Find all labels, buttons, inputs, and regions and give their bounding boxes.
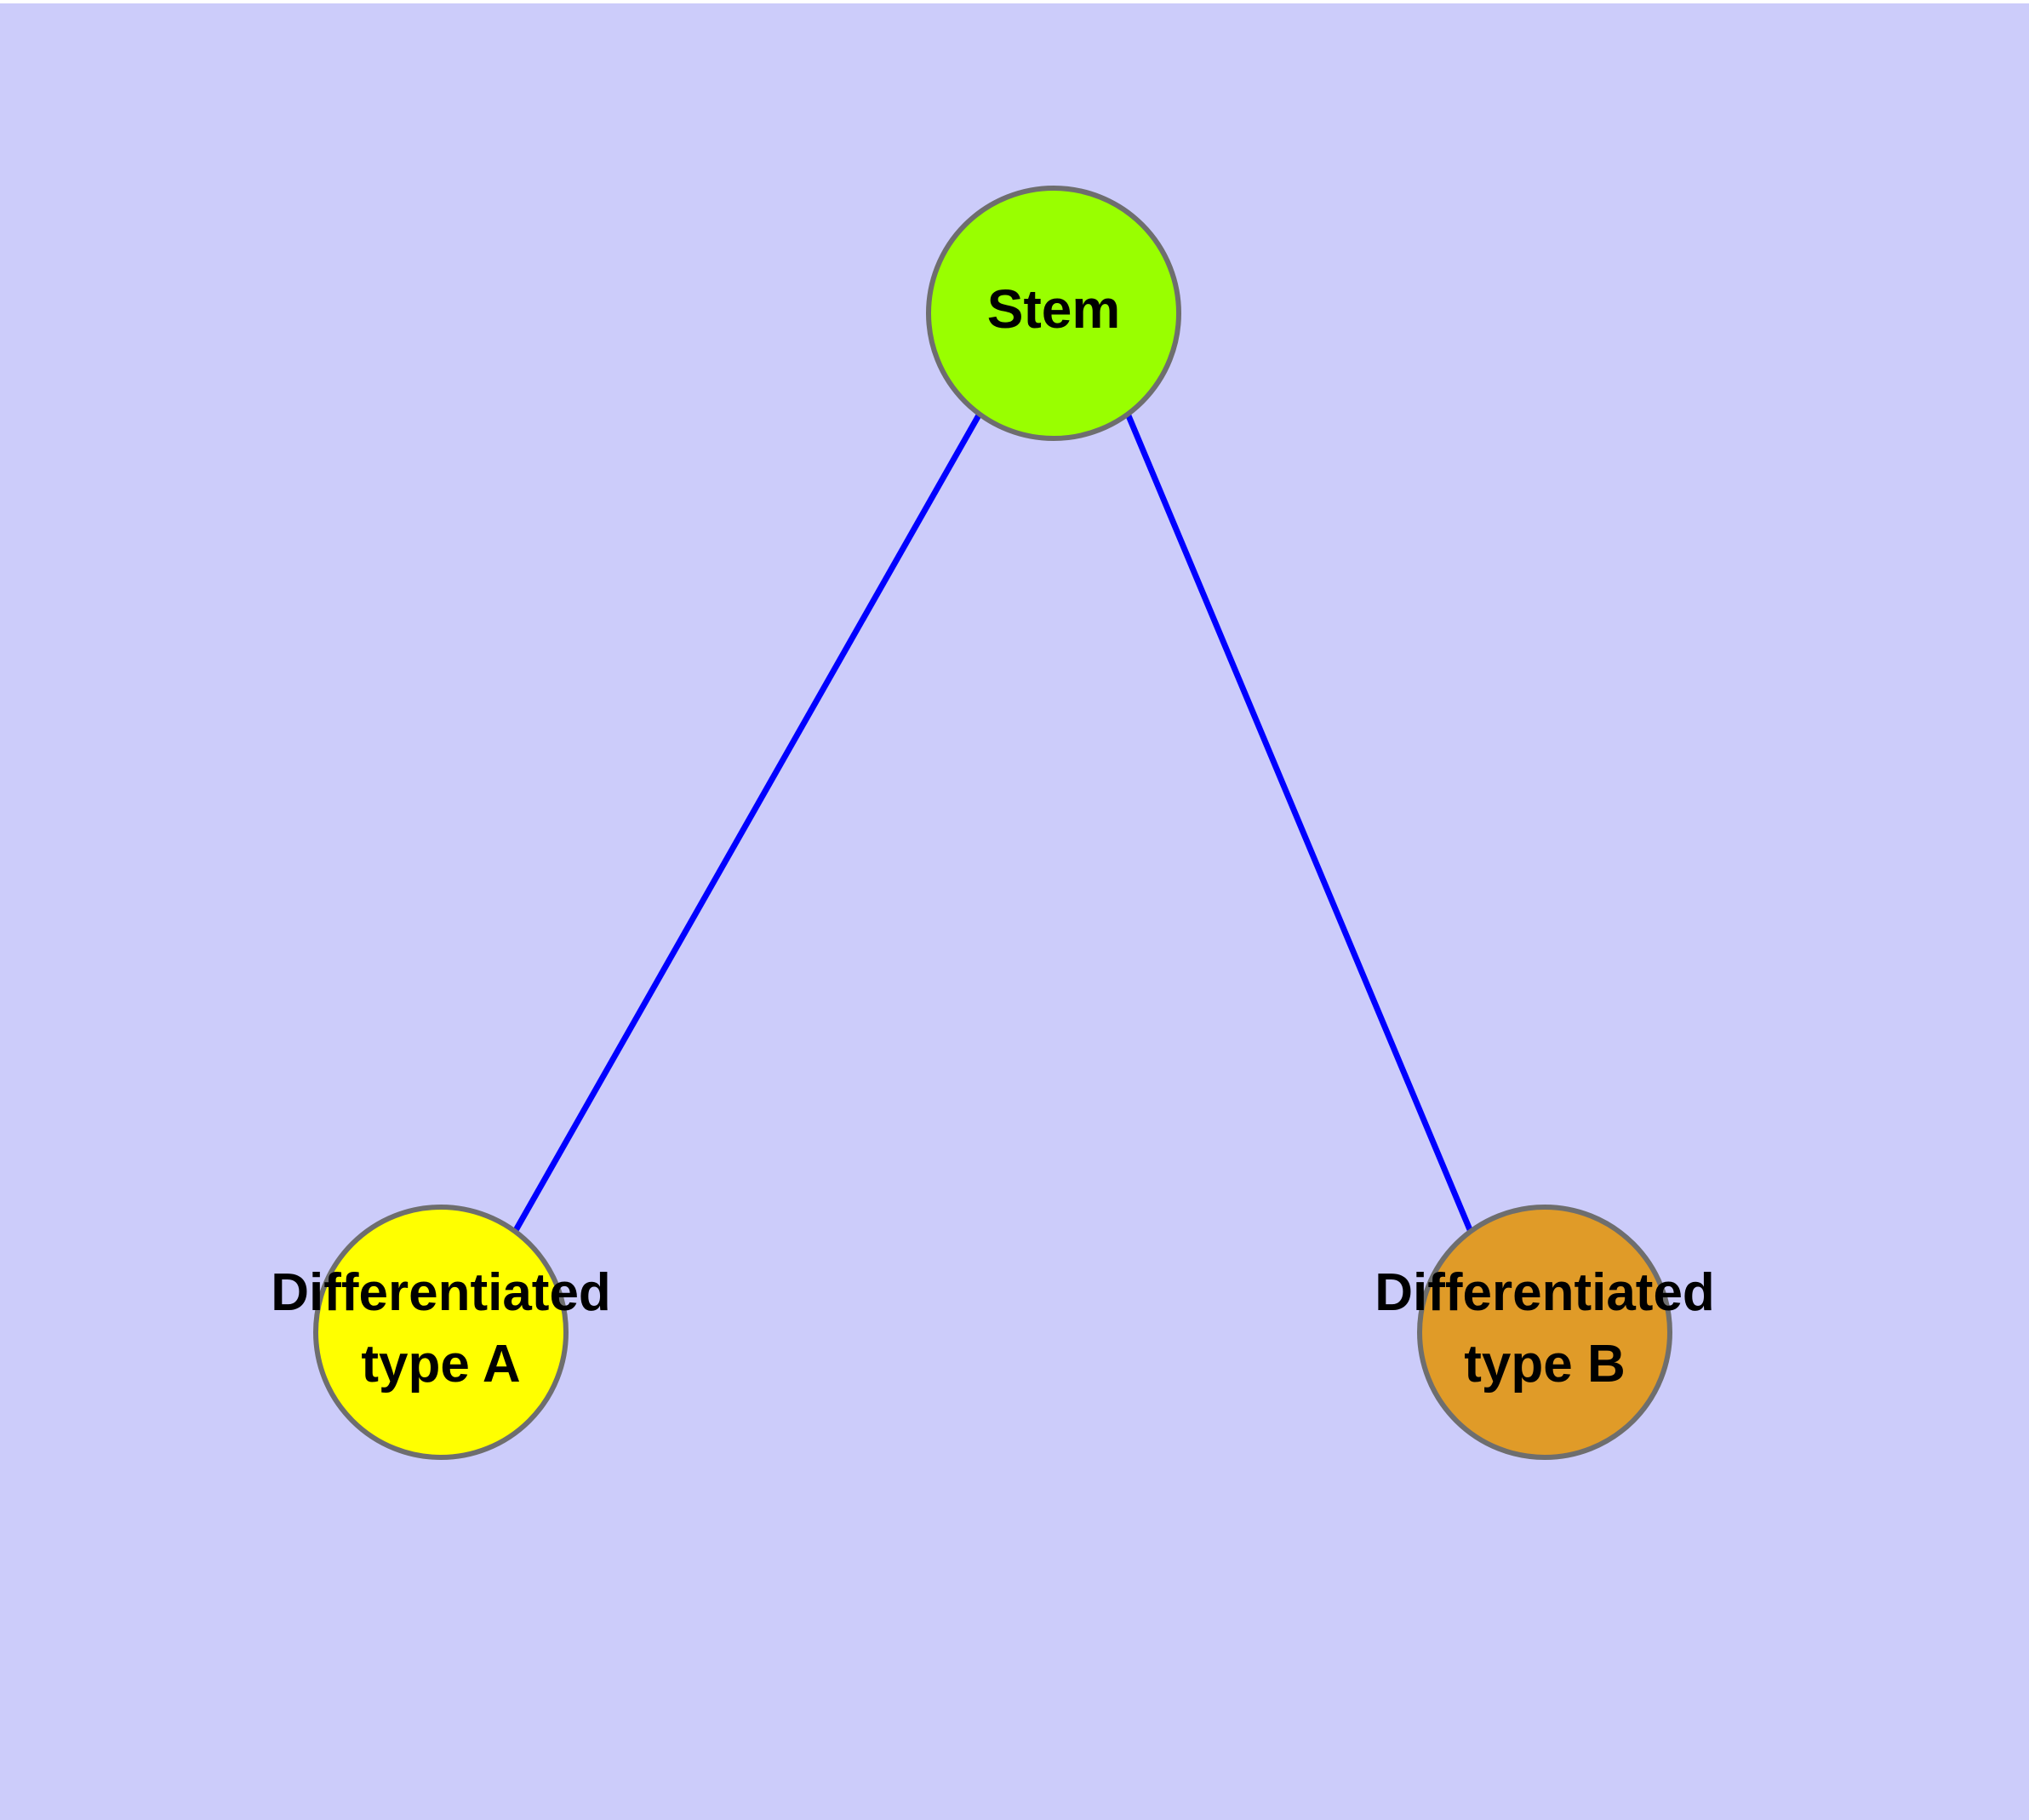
node-stem[interactable]: Stem — [926, 186, 1181, 441]
node-stem-label: Stem — [987, 278, 1121, 340]
edge-stem-to-differentiated-type-a[interactable] — [512, 412, 983, 1233]
node-stem-circle[interactable] — [926, 186, 1181, 441]
edge-layer — [512, 412, 1474, 1233]
node-differentiated-type-b-circle[interactable] — [1417, 1205, 1672, 1460]
edge-stem-to-differentiated-type-b[interactable] — [1124, 412, 1474, 1233]
node-differentiated-type-a-circle[interactable] — [313, 1205, 569, 1460]
